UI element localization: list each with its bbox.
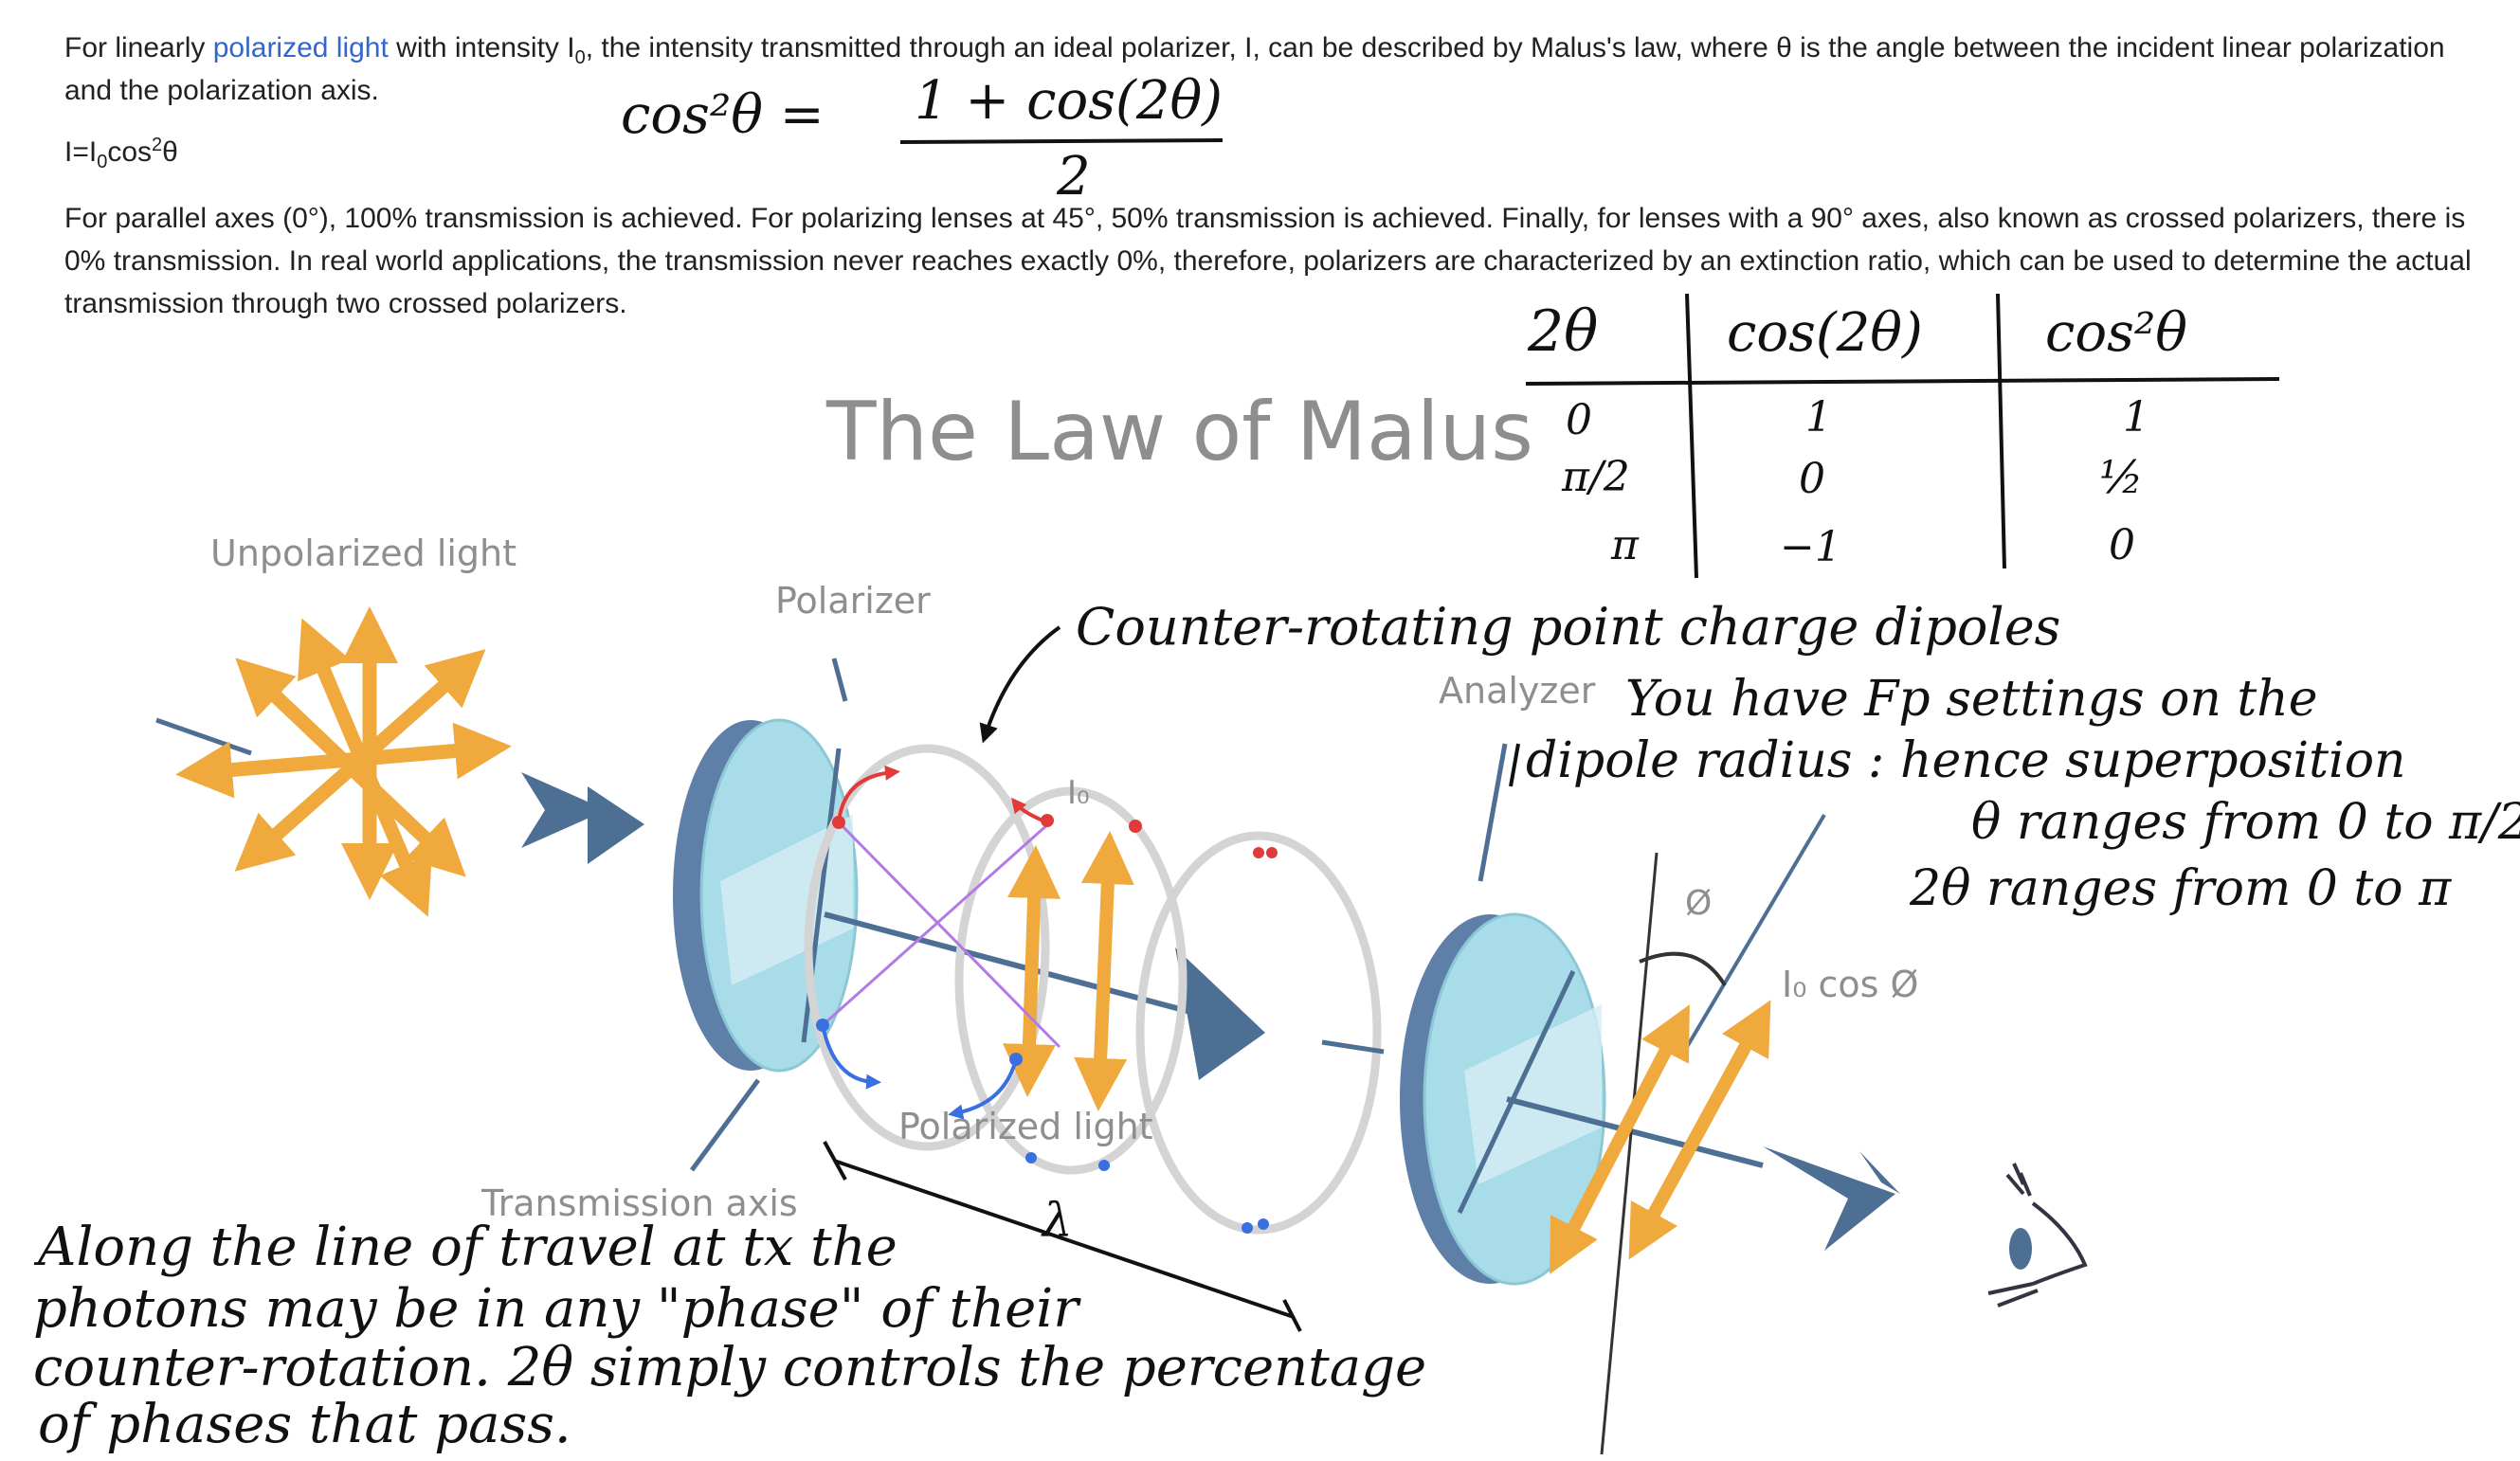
bottom-note: Along the line of travel at tx the photo… [33,1217,1426,1455]
svg-text:dipole radius : hence superpos: dipole radius : hence superposition [1526,732,2405,789]
analyzer-lens [1321,743,1764,1286]
unpolarized-light-star [155,606,512,917]
unpolarized-light-label: Unpolarized light [210,532,517,574]
analyzer-label: Analyzer [1439,670,1596,712]
polarized-light-arrows [1002,831,1134,1111]
svg-text:cos²θ =: cos²θ = [621,84,825,146]
dipole-charges [816,765,1278,1234]
svg-text:π/2: π/2 [1561,453,1630,501]
handwritten-identity: cos²θ = 1 + cos(2θ) 2 [621,70,1223,207]
polarized-light-label: Polarized light [898,1106,1153,1147]
intro-paragraph: For linearly polarized light with intens… [64,32,2445,106]
table-header-2: cos(2θ) [1727,302,1923,364]
svg-text:1: 1 [1805,393,1832,442]
polarizer-label: Polarizer [775,580,931,622]
figure-title: The Law of Malus [825,385,1533,479]
polarized-light-link[interactable]: polarized light [212,32,389,63]
svg-text:λ: λ [1041,1193,1073,1248]
svg-text:0: 0 [1566,396,1592,444]
svg-text:counter-rotation. 2θ simply co: counter-rotation. 2θ simply controls the… [33,1337,1426,1398]
svg-text:photons may be in any "phase": photons may be in any "phase" of their [33,1278,1081,1340]
svg-text:0: 0 [1799,455,1825,503]
table-header-3: cos²θ [2045,302,2187,364]
wavelength-marker: λ [823,1141,1302,1332]
svg-text:Along the line of travel at tx: Along the line of travel at tx the [33,1217,897,1278]
svg-text:0: 0 [2109,521,2135,569]
phi-label: Ø [1685,884,1712,923]
polarizer-lens [673,658,859,1172]
dipoles-pointer [979,625,1061,744]
svg-text:π: π [1610,521,1640,569]
handwritten-table: 2θ cos(2θ) cos²θ 0 1 1 π/2 0 ½ π −1 0 [1525,293,2280,579]
svg-text:2θ ranges from 0 to π: 2θ ranges from 0 to π [1909,860,2452,917]
transmission-paragraph: For parallel axes (0°), 100% transmissio… [64,203,2472,319]
svg-text:You have Fp settings on the: You have Fp settings on the [1625,671,2318,728]
svg-text:2: 2 [1056,146,1091,207]
propagation-arrow [1175,947,1265,1080]
svg-text:θ ranges from 0 to π/2.: θ ranges from 0 to π/2. [1971,794,2520,851]
analyzer-axes [1550,813,1826,1455]
malus-equation: I=I0cos2θ [64,135,178,172]
i0-label: I₀ [1067,774,1090,812]
exit-chevron [1763,1146,1900,1251]
eye-icon [1987,1163,2088,1308]
transmission-axis-label: Transmission axis [480,1182,798,1224]
dipoles-note: Counter-rotating point charge dipoles [1076,597,2060,657]
svg-text:½: ½ [2099,451,2144,504]
fp-note: You have Fp settings on the dipole radiu… [1509,671,2520,917]
table-header-1: 2θ [1527,298,1598,365]
svg-text:1: 1 [2123,393,2149,442]
direction-chevron [521,772,644,864]
svg-text:1 + cos(2θ): 1 + cos(2θ) [915,70,1223,132]
i0-cos-phi-label: I₀ cos Ø [1782,964,1918,1005]
svg-text:−1: −1 [1780,523,1841,571]
svg-text:of phases that pass.: of phases that pass. [38,1394,571,1455]
dipole-rings [804,744,1382,1235]
